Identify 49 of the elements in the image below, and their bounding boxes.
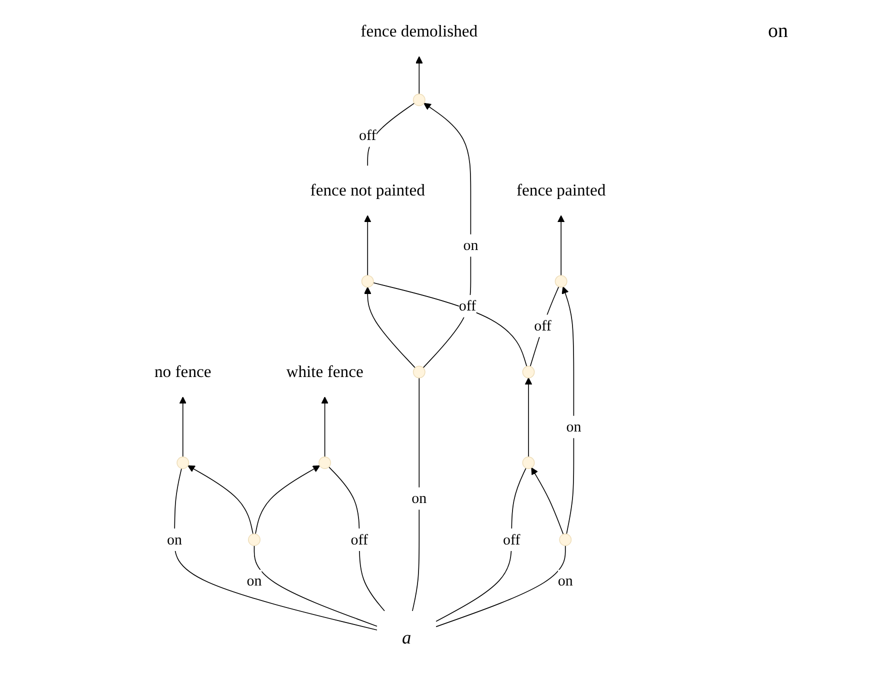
node-dot	[412, 94, 426, 106]
node-dot	[559, 534, 572, 546]
arrow	[321, 396, 328, 458]
connector	[436, 545, 566, 628]
arrow	[188, 465, 254, 534]
arrow	[422, 102, 472, 368]
node-dot	[412, 366, 426, 378]
arrow	[179, 396, 186, 458]
arrow	[254, 465, 320, 534]
node-dot	[248, 534, 260, 546]
node-text: no fence	[154, 362, 212, 382]
arrow	[562, 286, 574, 534]
edge-label: off	[502, 531, 520, 548]
edge-label: on	[463, 236, 478, 254]
node-text: fence painted	[516, 181, 606, 200]
node-dot	[522, 366, 535, 378]
connector	[367, 102, 415, 166]
edge-label: on	[412, 490, 427, 506]
edge-label: off	[534, 317, 552, 334]
edge-label: on	[246, 572, 262, 589]
node-text: fence demolished	[360, 22, 478, 41]
edge-label: off	[358, 126, 376, 144]
edge-label: on	[566, 418, 582, 435]
node-dot	[318, 456, 331, 469]
node-dot	[361, 275, 374, 288]
edge-label: on	[167, 531, 182, 548]
edge-label: off	[458, 297, 476, 314]
node-dot	[176, 456, 190, 469]
node-dot	[522, 456, 535, 469]
arrow	[415, 56, 423, 94]
arrow	[531, 467, 564, 535]
arrow	[524, 378, 532, 458]
note-text: on	[768, 20, 788, 43]
connector	[328, 466, 385, 612]
connector	[254, 545, 378, 627]
connector	[530, 286, 560, 367]
edge-label: on	[558, 572, 573, 589]
node-text: white fence	[286, 362, 364, 382]
edge-label: off	[350, 531, 368, 548]
node-dot	[554, 275, 568, 288]
connector	[412, 377, 420, 612]
connector	[436, 468, 526, 622]
node-text: a	[402, 626, 412, 648]
arrow	[364, 286, 416, 368]
connector	[372, 282, 528, 367]
connector	[174, 468, 378, 630]
arrow	[557, 215, 565, 276]
node-text: fence not painted	[310, 181, 425, 200]
arrow	[364, 215, 372, 276]
